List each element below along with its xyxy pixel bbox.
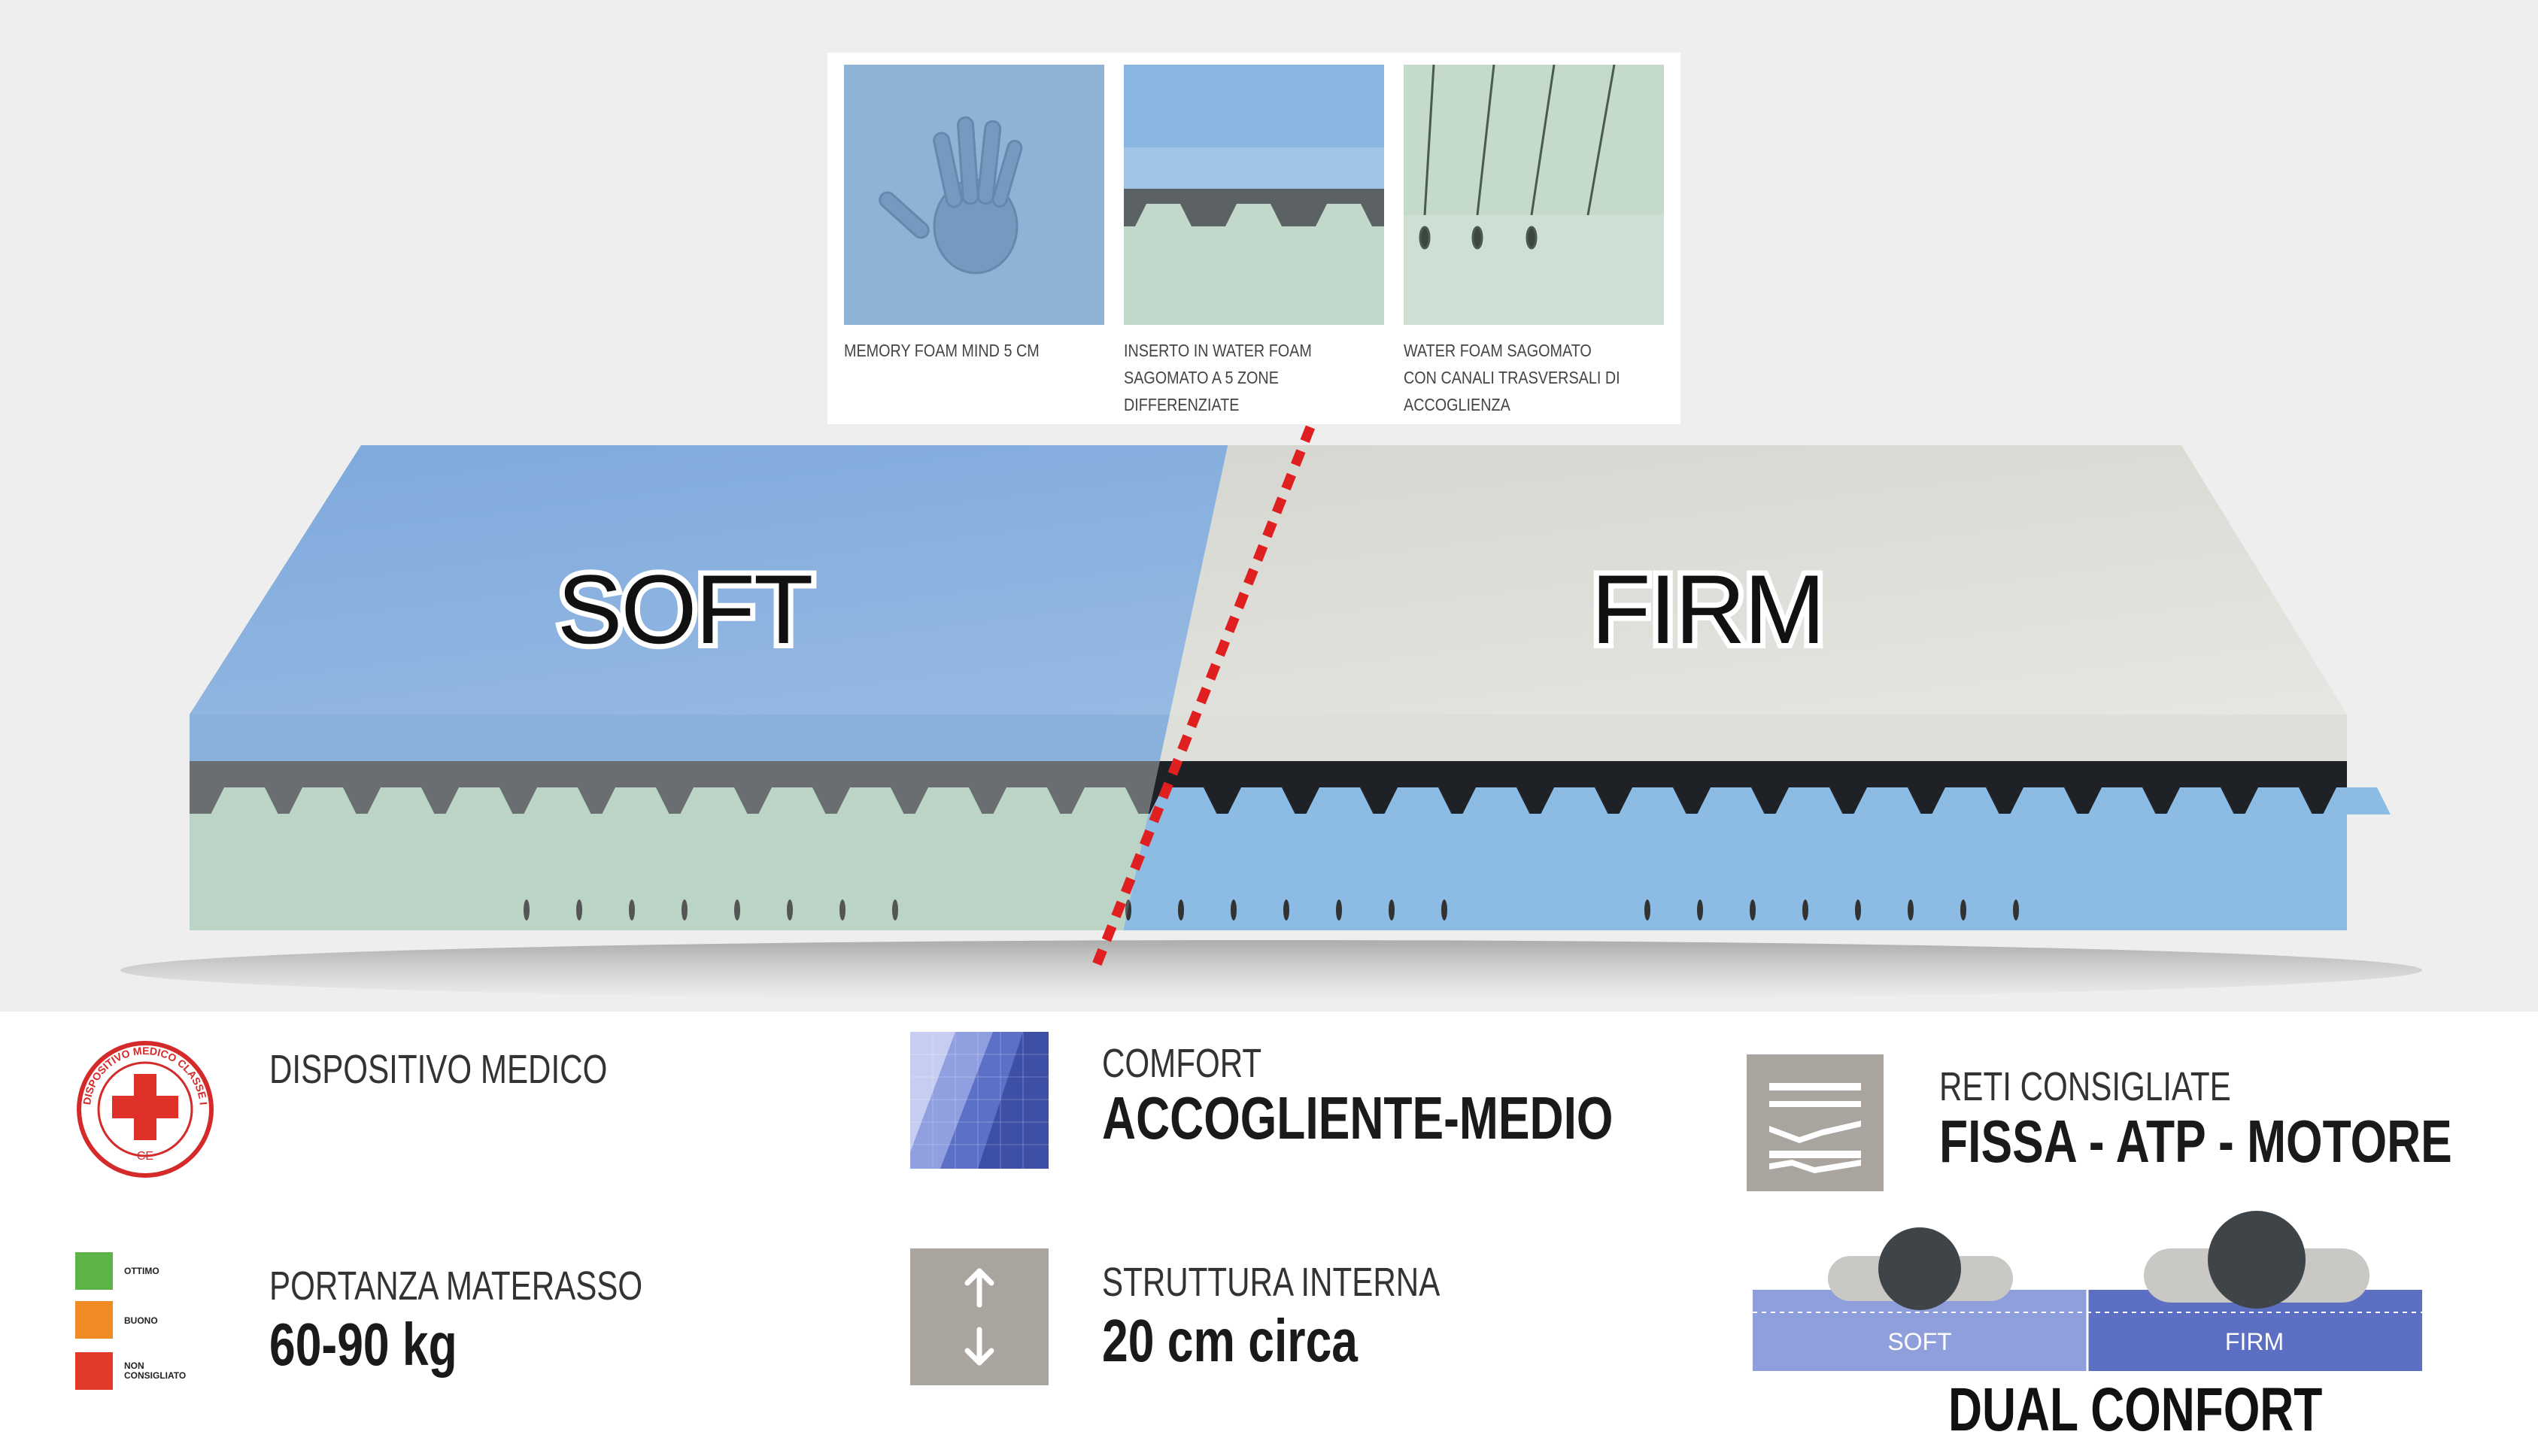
zone-tooth: [1384, 787, 1452, 814]
channel-slot: [1283, 899, 1289, 921]
ce-mark: CE: [137, 1150, 153, 1163]
channel-slot: [1644, 899, 1650, 921]
zone-tooth: [367, 787, 435, 814]
soft-firm-divider: [1089, 425, 1316, 972]
channel-slot: [1750, 899, 1756, 921]
channel-slot: [1441, 899, 1447, 921]
zone-tooth: [445, 787, 513, 814]
portanza-value: 60-90 kg: [269, 1311, 457, 1378]
comfort-gradient-icon: [910, 1032, 1049, 1169]
channel-slot: [839, 899, 845, 921]
zone-tooth: [1228, 787, 1295, 814]
layer-detail-panel: MEMORY FOAM MIND 5 cm INSERTO IN WATER F…: [827, 53, 1680, 424]
zone-tooth: [915, 787, 982, 814]
zone-tooth: [1071, 787, 1139, 814]
layer-caption-1: MEMORY FOAM MIND 5 cm: [844, 341, 1040, 360]
channel-slot: [1855, 899, 1861, 921]
zone-tooth: [1697, 787, 1765, 814]
channel-slot: [892, 899, 898, 921]
medical-device-seal-icon: DISPOSITIVO MEDICO CLASSE I CE: [77, 1041, 214, 1178]
hand-imprint-icon: [879, 116, 1023, 275]
soft-label: SOFT: [557, 554, 812, 664]
struttura-value: 20 cm circa: [1102, 1307, 1359, 1374]
channel-slot: [1960, 899, 1966, 921]
soft-top-edge: [190, 714, 1324, 761]
reti-label: RETI CONSIGLIATE: [1939, 1064, 2231, 1109]
zone-tooth: [1619, 787, 1686, 814]
water-foam-channels-thumbnail: [1404, 65, 1664, 325]
zone-tooth: [2245, 787, 2312, 814]
layer-caption-2: INSERTO IN WATER FOAM SAGOMATO A 5 ZONE …: [1124, 341, 1312, 414]
zone-tooth: [1775, 787, 1843, 814]
zone-tooth: [2323, 787, 2391, 814]
channel-slot: [1697, 899, 1703, 921]
legend-swatch-buono: [75, 1301, 113, 1339]
zone-tooth: [1306, 787, 1374, 814]
zone-tooth: [836, 787, 904, 814]
channel-slot: [2013, 899, 2019, 921]
memory-foam-thumbnail: [844, 65, 1104, 325]
zone-tooth: [758, 787, 826, 814]
zone-tooth: [1541, 787, 1608, 814]
channel-slot: [629, 899, 635, 921]
firm-channels: [1125, 899, 2019, 921]
mattress-shadow: [120, 940, 2422, 1000]
channel-slot: [1336, 899, 1342, 921]
channel-slot: [787, 899, 793, 921]
legend-text-ottimo: OTTIMO: [124, 1266, 159, 1276]
channel-slot: [734, 899, 740, 921]
zone-tooth: [2010, 787, 2078, 814]
firm-label: FIRM: [1591, 554, 1824, 664]
comfort-value: ACCOGLIENTE-MEDIO: [1102, 1084, 1614, 1151]
zone-tooth: [1462, 787, 1530, 814]
layer-caption-3: WATER FOAM SAGOMATO CON CANALI TRASVERSA…: [1404, 341, 1620, 414]
channel-slot: [1178, 899, 1184, 921]
firm-base-layer: [1106, 814, 2347, 930]
channel-slot: [1231, 899, 1237, 921]
mattress-firm-side: [1106, 445, 2391, 930]
zone-tooth: [993, 787, 1061, 814]
channel-slot: [1802, 899, 1808, 921]
firm-zone-teeth: [1106, 787, 2391, 814]
zone-tooth: [524, 787, 591, 814]
medical-device-label: DISPOSITIVO MEDICO: [269, 1047, 608, 1092]
bed-base-icon: [1747, 1054, 1884, 1191]
channel-slot: [1908, 899, 1914, 921]
legend-text-non-consigliato: NON CONSIGLIATO: [124, 1360, 187, 1381]
channel-slot: [682, 899, 688, 921]
zone-tooth: [211, 787, 278, 814]
mattress-illustration: SOFT FIRM: [120, 425, 2422, 1000]
height-arrows-icon: [910, 1248, 1049, 1385]
legend-text-buono: BUONO: [124, 1315, 158, 1326]
reti-value: FISSA - ATP - MOTORE: [1939, 1108, 2452, 1175]
water-foam-insert-thumbnail: [1124, 65, 1384, 325]
struttura-label: STRUTTURA INTERNA: [1102, 1260, 1441, 1305]
legend-swatch-ottimo: [75, 1252, 113, 1290]
zone-tooth: [1932, 787, 1999, 814]
channel-slot: [1389, 899, 1395, 921]
zone-tooth: [2088, 787, 2156, 814]
legend-swatch-non-consigliato: [75, 1352, 113, 1390]
channel-slot: [524, 899, 530, 921]
zone-tooth: [680, 787, 748, 814]
firm-top-edge: [1106, 714, 2347, 761]
channel-slot: [576, 899, 582, 921]
dual-soft-label: SOFT: [1887, 1328, 1951, 1355]
firm-top-surface: [1106, 445, 2347, 714]
zone-tooth: [602, 787, 669, 814]
zone-tooth: [1853, 787, 1921, 814]
zone-tooth: [289, 787, 357, 814]
zone-tooth: [2166, 787, 2234, 814]
portanza-label: PORTANZA MATERASSO: [269, 1263, 643, 1309]
dual-confort-title: DUAL CONFORT: [1948, 1376, 2323, 1444]
comfort-label: COMFORT: [1102, 1041, 1262, 1086]
dual-firm-label: FIRM: [2225, 1328, 2284, 1355]
dual-confort-illustration: SOFT FIRM: [1753, 1211, 2422, 1371]
